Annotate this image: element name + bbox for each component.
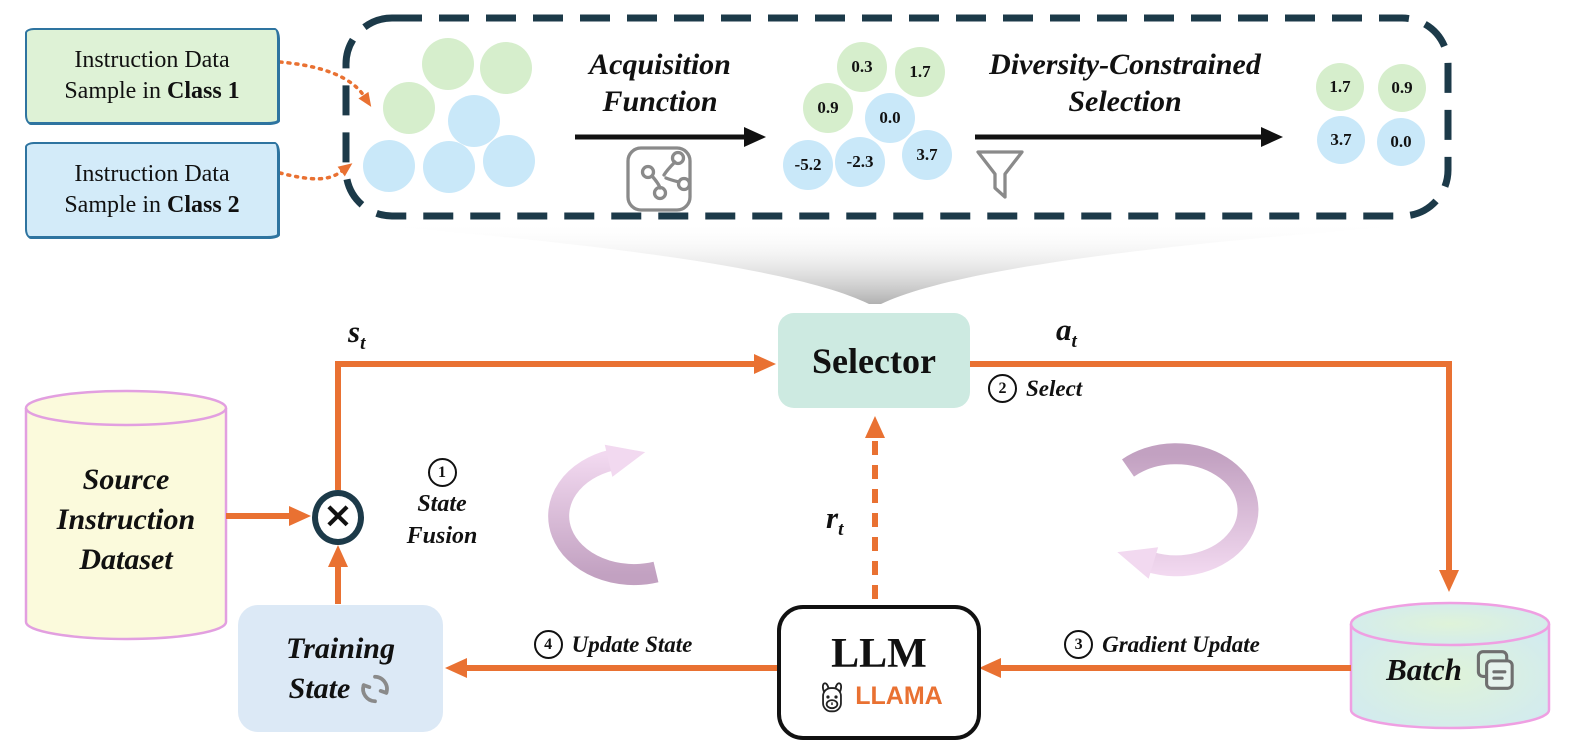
selected-circle: 3.7 [1317, 116, 1365, 164]
training-line2: State [289, 669, 393, 709]
step-3-badge: 3 [1064, 630, 1094, 659]
training-line1: Training [286, 631, 395, 665]
cycle-arrow-right [1117, 443, 1259, 579]
batch-label-row: Batch [1360, 648, 1540, 692]
arrow-state-to-selector [335, 354, 776, 490]
data-point-circle [483, 135, 535, 187]
source-dataset-cylinder [24, 389, 228, 641]
reward-label: rt [826, 500, 844, 541]
diversity-selection-label: Diversity-Constrained Selection [989, 48, 1261, 118]
funnel-icon [976, 150, 1024, 199]
scored-circle: 0.9 [803, 83, 853, 133]
llama-icon [822, 681, 843, 712]
zoom-detail-box [342, 14, 1452, 220]
scored-circle: -5.2 [783, 140, 833, 190]
selected-circle: 0.9 [1378, 64, 1426, 112]
state-label: st [348, 314, 366, 355]
batch-cylinder [1349, 601, 1551, 730]
step-select-label: 2 Select [988, 374, 1082, 403]
state-fusion-operator-icon: × [312, 490, 364, 545]
arrow-selector-to-batch [970, 361, 1459, 592]
legend-class1-box: Instruction Data Sample in Class 1 [25, 28, 279, 124]
llm-node: LLM LLAMA [777, 605, 981, 740]
action-label: at [1056, 312, 1077, 353]
legend-class2-box: Instruction Data Sample in Class 2 [25, 142, 279, 238]
data-point-circle [480, 42, 532, 94]
scored-circle: 0.0 [865, 93, 915, 143]
pointer-class1 [278, 60, 372, 107]
selector-node: Selector [778, 313, 970, 408]
step-update-state-label: 4 Update State [498, 630, 728, 659]
data-point-circle [423, 141, 475, 193]
scored-circle: 1.7 [895, 47, 945, 97]
data-point-circle [383, 82, 435, 134]
pointer-class2 [278, 163, 353, 181]
step-4-badge: 4 [533, 630, 563, 659]
data-point-circle [422, 38, 474, 90]
legend-class2-line1: Instruction Data [74, 161, 230, 187]
selector-label: Selector [812, 340, 936, 381]
source-dataset-label: Source Instruction Dataset [56, 463, 196, 576]
legend-class2-line2: Sample in Class 2 [64, 192, 240, 218]
llm-label: LLM [831, 630, 927, 677]
llm-engine-label: LLAMA [855, 682, 943, 710]
legend-class1-line1: Instruction Data [74, 47, 230, 73]
scored-circle: -2.3 [835, 137, 885, 187]
acquisition-function-icon [626, 146, 692, 212]
selected-circle: 0.0 [1377, 118, 1425, 166]
acquisition-function-label: Acquisition Function [589, 48, 731, 118]
step-2-badge: 2 [988, 374, 1017, 403]
data-point-circle [363, 140, 415, 192]
refresh-icon [361, 674, 390, 703]
focus-wedge [345, 223, 1445, 304]
scored-circle: 3.7 [902, 130, 952, 180]
scored-circle: 0.3 [837, 42, 887, 92]
legend-class1-line2: Sample in Class 1 [64, 78, 240, 104]
selected-circle: 1.7 [1316, 63, 1364, 111]
step-1-badge: 1 [427, 458, 457, 487]
training-state-node: Training State [238, 605, 443, 732]
copy-pages-icon [1476, 650, 1514, 690]
cycle-arrow-left [548, 444, 659, 586]
data-point-circle [448, 95, 500, 147]
step-state-fusion-label: 1 State Fusion [382, 458, 502, 551]
step-gradient-update-label: 3 Gradient Update [1022, 630, 1302, 659]
llm-engine-row: LLAMA [815, 679, 943, 715]
batch-label: Batch [1386, 652, 1462, 687]
